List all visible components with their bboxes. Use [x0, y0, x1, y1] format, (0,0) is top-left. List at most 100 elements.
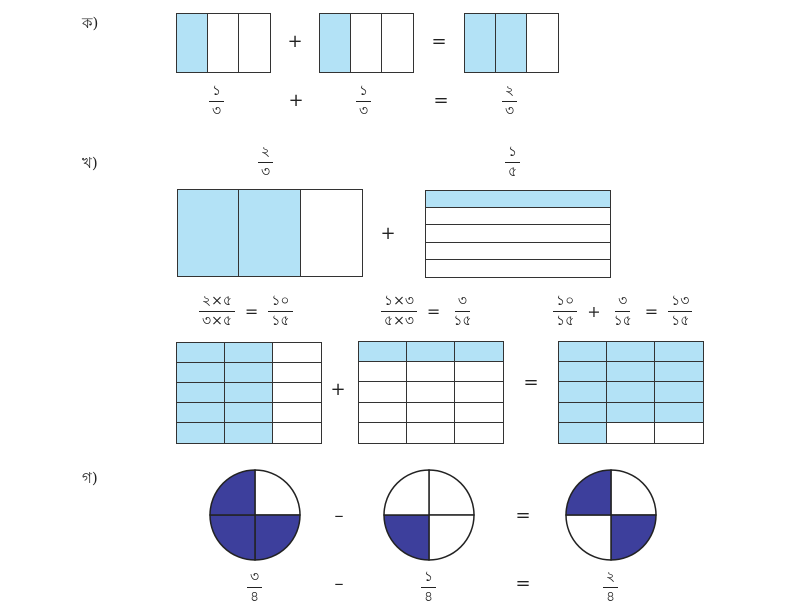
fraction: ৩ ১৫ — [450, 293, 474, 330]
pie-two-quarters — [565, 469, 657, 561]
grid-cell — [655, 422, 703, 443]
grid-cell — [407, 342, 455, 363]
bar-segment — [300, 190, 362, 276]
grid-cell — [177, 403, 225, 423]
fraction-b-top1: ২ ৩ — [258, 144, 274, 181]
grid-cell — [225, 423, 273, 443]
equation-b2: ১×৩ ৫×৩ = ৩ ১৫ — [381, 293, 475, 330]
fraction: ১০ ১৫ — [553, 293, 578, 330]
bar-segment — [426, 259, 610, 277]
grid-cell — [655, 382, 703, 403]
numerator: ১ — [505, 144, 521, 163]
pie-quadrant — [254, 469, 301, 516]
equals-sign-b-bottom: = — [523, 372, 539, 393]
minus-sign-c-bottom: – — [334, 573, 344, 594]
grid-cell — [559, 422, 607, 443]
denominator: ৩×৫ — [202, 313, 232, 329]
bar-segment — [527, 14, 558, 72]
pie-quadrant — [428, 469, 475, 516]
bar-segment — [382, 14, 413, 72]
numerator: ২×৫ — [199, 293, 235, 312]
denominator: ১৫ — [671, 313, 690, 329]
plus-sign-a-bottom: + — [288, 90, 304, 111]
equals-sign-c-bottom: = — [515, 573, 531, 594]
grid-cell — [359, 342, 407, 363]
grid-cell — [273, 343, 321, 363]
part-b-label: খ) — [82, 154, 98, 172]
fraction-a1: ১ ৩ — [209, 83, 225, 120]
grid-cell — [177, 423, 225, 443]
grid-cell — [407, 422, 455, 443]
pie-quadrant — [209, 514, 256, 561]
numerator: ৩ — [615, 293, 631, 312]
bar-segment — [177, 14, 208, 72]
fraction: ১×৩ ৫×৩ — [381, 293, 417, 330]
bar-segment — [320, 14, 351, 72]
equals-sign-a-bottom: = — [433, 90, 449, 111]
denominator: ৩ — [261, 164, 271, 180]
bar-segment — [178, 190, 240, 276]
pie-quadrant — [610, 514, 657, 561]
fraction-c1: ৩ ৪ — [247, 569, 263, 606]
grid-cell — [455, 342, 503, 363]
grid-cell — [559, 362, 607, 383]
grid-cell — [559, 382, 607, 403]
plus-sign-a: + — [287, 31, 303, 52]
numerator: ১০ — [553, 293, 578, 312]
fraction-grid-b-ten-fifteenths — [176, 342, 322, 444]
grid-cell — [359, 382, 407, 403]
fraction-a3: ২ ৩ — [502, 83, 518, 120]
numerator: ৩ — [454, 293, 470, 312]
bar-segment — [208, 14, 239, 72]
denominator: ৩ — [505, 103, 515, 119]
grid-cell — [177, 343, 225, 363]
bar-segment — [351, 14, 382, 72]
pie-three-quarters — [209, 469, 301, 561]
grid-cell — [177, 363, 225, 383]
grid-cell — [225, 363, 273, 383]
grid-cell — [273, 383, 321, 403]
grid-cell — [359, 422, 407, 443]
fraction: ৩ ১৫ — [611, 293, 635, 330]
denominator: ৪ — [424, 589, 434, 605]
fraction: ১০ ১৫ — [268, 293, 293, 330]
grid-cell — [359, 402, 407, 423]
part-a-label: ক) — [82, 14, 99, 32]
numerator: ১ — [356, 83, 372, 102]
equals-sign: = — [644, 302, 659, 321]
fraction-c2: ১ ৪ — [421, 569, 437, 606]
grid-cell — [225, 383, 273, 403]
fraction-c3: ২ ৪ — [603, 569, 619, 606]
pie-quadrant — [610, 469, 657, 516]
equation-b3: ১০ ১৫ + ৩ ১৫ = ১৩ ১৫ — [553, 293, 693, 330]
fraction-bar-a1 — [176, 13, 271, 73]
grid-cell — [273, 403, 321, 423]
plus-sign: + — [587, 302, 601, 321]
numerator: ২ — [258, 144, 274, 163]
minus-sign-c: – — [334, 505, 344, 526]
grid-cell — [273, 363, 321, 383]
grid-cell — [607, 422, 655, 443]
numerator: ১৩ — [668, 293, 693, 312]
grid-cell — [359, 362, 407, 383]
bar-segment — [426, 225, 610, 243]
bar-segment — [426, 242, 610, 260]
denominator: ১৫ — [271, 313, 290, 329]
grid-cell — [225, 403, 273, 423]
pie-quadrant — [209, 469, 256, 516]
bar-segment — [239, 190, 301, 276]
fraction-bar-a2 — [319, 13, 414, 73]
pie-one-quarter — [383, 469, 475, 561]
denominator: ৫ — [508, 164, 518, 180]
fraction-bar-b-thirds — [177, 189, 363, 277]
grid-cell — [455, 422, 503, 443]
numerator: ১×৩ — [381, 293, 417, 312]
numerator: ৩ — [247, 569, 263, 588]
numerator: ১০ — [268, 293, 293, 312]
grid-cell — [607, 402, 655, 423]
pie-quadrant — [254, 514, 301, 561]
fraction-a2: ১ ৩ — [356, 83, 372, 120]
fraction: ২×৫ ৩×৫ — [199, 293, 235, 330]
pie-quadrant — [565, 469, 612, 516]
fraction-b-top2: ১ ৫ — [505, 144, 521, 181]
